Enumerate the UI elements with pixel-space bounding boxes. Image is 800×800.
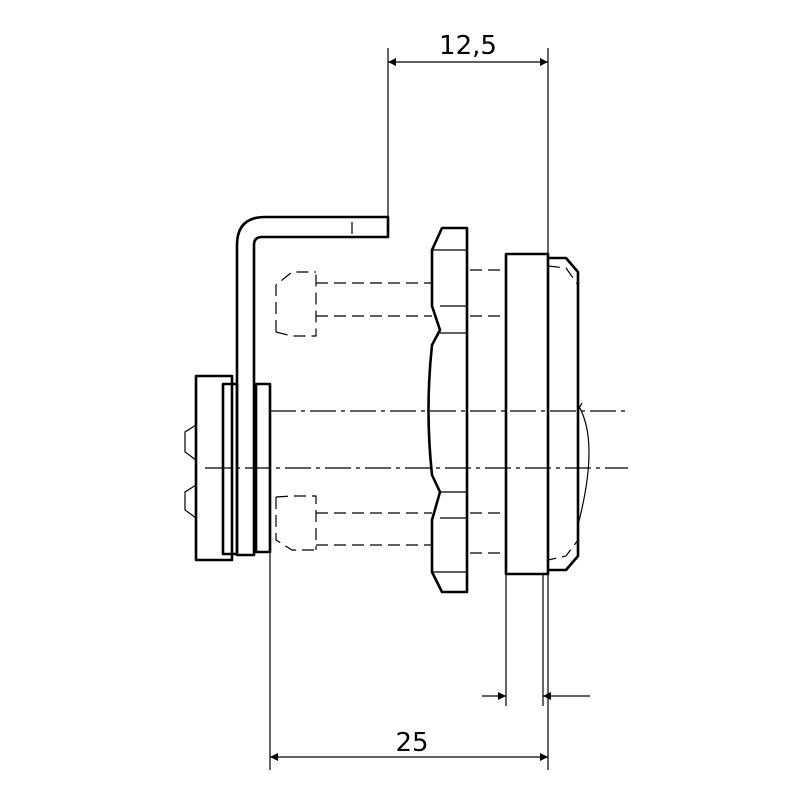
dimension-label-top: 12,5 — [439, 31, 497, 61]
rear-screw — [184, 374, 239, 562]
dimension-12-5: 12,5 — [387, 31, 549, 254]
front-flange — [504, 252, 550, 576]
hex-nut — [427, 226, 469, 594]
hidden-lines — [275, 265, 579, 561]
dimension-flange-thickness — [482, 574, 590, 706]
center-lines — [205, 410, 628, 469]
cam-bracket — [235, 215, 390, 557]
cylinder-front — [546, 256, 590, 572]
dimension-25: 25 — [269, 552, 549, 770]
dimension-label-bottom: 25 — [395, 728, 428, 758]
